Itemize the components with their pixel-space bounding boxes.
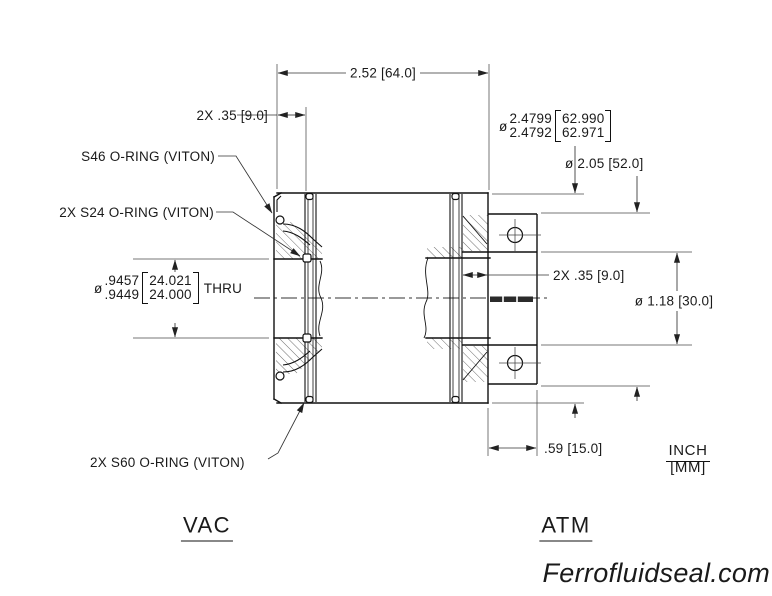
oring-s60-section xyxy=(305,192,460,404)
bore-mm-limits: 24.021 24.000 xyxy=(149,273,192,302)
right-bracket xyxy=(192,272,199,304)
hatching xyxy=(276,215,488,382)
units-note: INCH [MM] xyxy=(660,442,716,476)
flange-mm-limits: 62.990 62.971 xyxy=(561,111,605,140)
right-bracket xyxy=(605,110,612,142)
flange-inch-limits: 2.4799 2.4792 xyxy=(509,111,552,140)
units-primary: INCH xyxy=(666,442,710,462)
diameter-symbol: ø xyxy=(94,280,103,296)
flange-od-dimension: ø 2.4799 2.4792 62.990 62.971 xyxy=(497,110,614,142)
diameter-symbol: ø xyxy=(499,118,508,134)
right-flange-section xyxy=(449,194,537,402)
groove-offset-left-dimension: 2X .35 [9.0] xyxy=(196,108,268,123)
s24-oring-callout: 2X S24 O-RING (VITON) xyxy=(59,205,214,220)
overall-length-dimension: 2.52 [64.0] xyxy=(345,65,421,81)
extension-lines xyxy=(133,64,692,456)
atmosphere-side-label: ATM xyxy=(539,513,593,542)
leader-lines xyxy=(216,155,305,460)
bore-dimension: ø .9457 .9449 24.021 24.000 THRU xyxy=(88,272,249,304)
mount-tabs xyxy=(488,213,541,385)
left-bracket xyxy=(142,272,149,304)
s46-oring-callout: S46 O-RING (VITON) xyxy=(81,149,215,164)
dimension-lines xyxy=(171,69,681,452)
groove-offset-right-dimension: 2X .35 [9.0] xyxy=(553,268,625,283)
shaft-od-dimension: ø 1.18 [30.0] xyxy=(630,293,718,309)
pilot-od-dimension: ø 2.05 [52.0] xyxy=(565,156,644,171)
s60-oring-callout: 2X S60 O-RING (VITON) xyxy=(90,455,245,470)
mount-tab-width-dimension: .59 [15.0] xyxy=(544,441,603,456)
bore-inch-limits: .9457 .9449 xyxy=(104,273,140,302)
units-secondary: [MM] xyxy=(670,459,706,476)
housing-outline xyxy=(273,192,491,404)
break-lines xyxy=(318,257,429,339)
oring-s24-section xyxy=(302,253,312,343)
left-bracket xyxy=(554,110,561,142)
bore-thru-note: THRU xyxy=(203,280,243,296)
keyway-slot xyxy=(490,296,533,302)
watermark: Ferrofluidseal.com xyxy=(542,558,770,588)
oring-s46-section xyxy=(275,215,285,381)
left-flange-section xyxy=(276,194,323,402)
vacuum-side-label: VAC xyxy=(180,513,234,542)
